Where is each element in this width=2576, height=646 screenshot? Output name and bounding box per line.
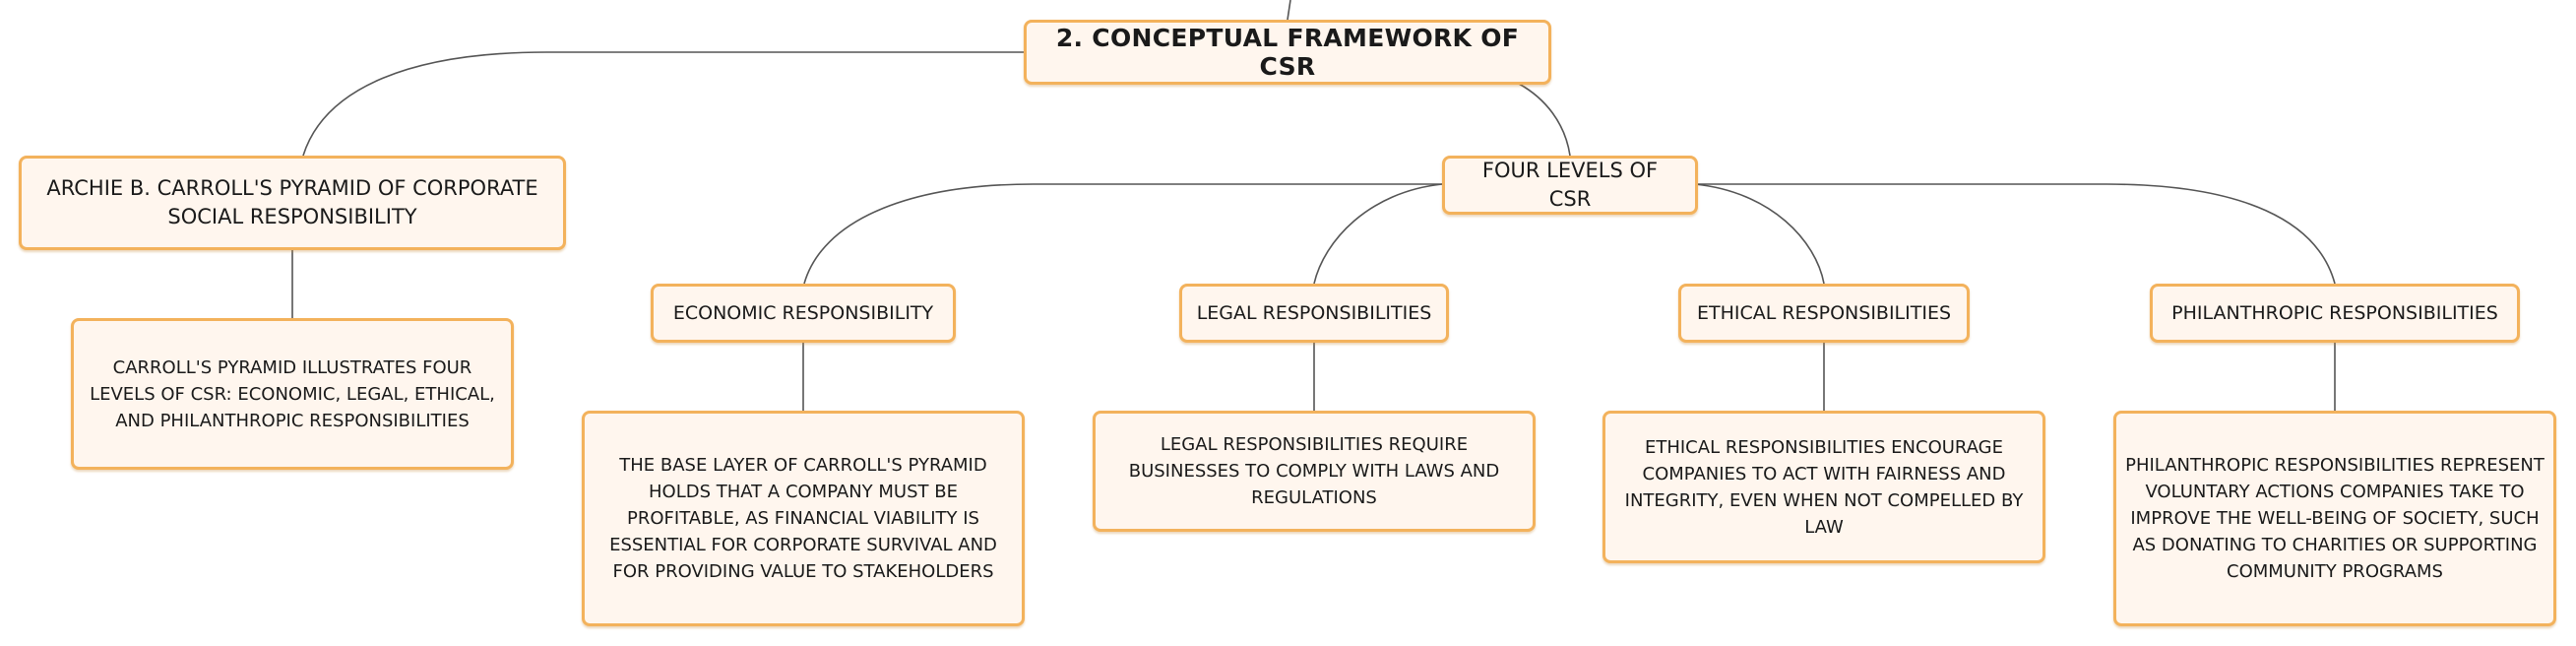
philanthropic-responsibilities-node[interactable]: Philanthropic Responsibilities — [2150, 284, 2520, 343]
legal-responsibilities-node[interactable]: Legal Responsibilities — [1179, 284, 1449, 343]
connector-four-philanthropic — [1695, 183, 2336, 285]
economic-description-text: The base layer of Carroll's pyramid hold… — [609, 455, 997, 582]
ethical-responsibilities-node[interactable]: Ethical Responsibilities — [1678, 284, 1970, 343]
legal-description-node[interactable]: Legal responsibilities require businesse… — [1093, 411, 1536, 532]
philanthropic-description-node[interactable]: Philanthropic responsibilities represent… — [2113, 411, 2556, 626]
legal-responsibilities-label: Legal Responsibilities — [1196, 302, 1432, 324]
carroll-pyramid-node[interactable]: Archie B. Carroll's Pyramid of Corporate… — [19, 156, 566, 250]
ethical-description-text: Ethical responsibilities encourage compa… — [1624, 436, 2024, 538]
ethical-responsibilities-label: Ethical Responsibilities — [1696, 302, 1952, 324]
philanthropic-responsibilities-label: Philanthropic Responsibilities — [2171, 302, 2498, 324]
economic-responsibility-node[interactable]: Economic Responsibility — [651, 284, 956, 343]
connector-top-stub — [1287, 0, 1291, 21]
carroll-pyramid-label: Archie B. Carroll's Pyramid of Corporate… — [46, 176, 538, 228]
philanthropic-description-text: Philanthropic responsibilities represent… — [2125, 455, 2545, 582]
economic-description-node[interactable]: The base layer of Carroll's pyramid hold… — [582, 411, 1025, 626]
connector-four-legal — [1313, 183, 1443, 285]
ethical-description-node[interactable]: Ethical responsibilities encourage compa… — [1602, 411, 2045, 563]
carroll-description-node[interactable]: Carroll's pyramid illustrates four level… — [71, 318, 514, 470]
economic-responsibility-label: Economic Responsibility — [672, 302, 934, 324]
four-levels-node[interactable]: Four Levels of CSR — [1442, 156, 1698, 215]
carroll-description-text: Carroll's pyramid illustrates four level… — [90, 356, 495, 431]
connector-four-economic — [803, 183, 1442, 285]
root-node[interactable]: 2. Conceptual Framework of CSR — [1024, 20, 1551, 85]
root-label: 2. Conceptual Framework of CSR — [1055, 24, 1520, 81]
legal-description-text: Legal responsibilities require businesse… — [1128, 434, 1500, 508]
connector-four-ethical — [1694, 183, 1825, 285]
four-levels-label: Four Levels of CSR — [1481, 159, 1659, 211]
connector-root-carroll — [302, 51, 1024, 157]
connector-root-four-levels — [1518, 83, 1571, 157]
